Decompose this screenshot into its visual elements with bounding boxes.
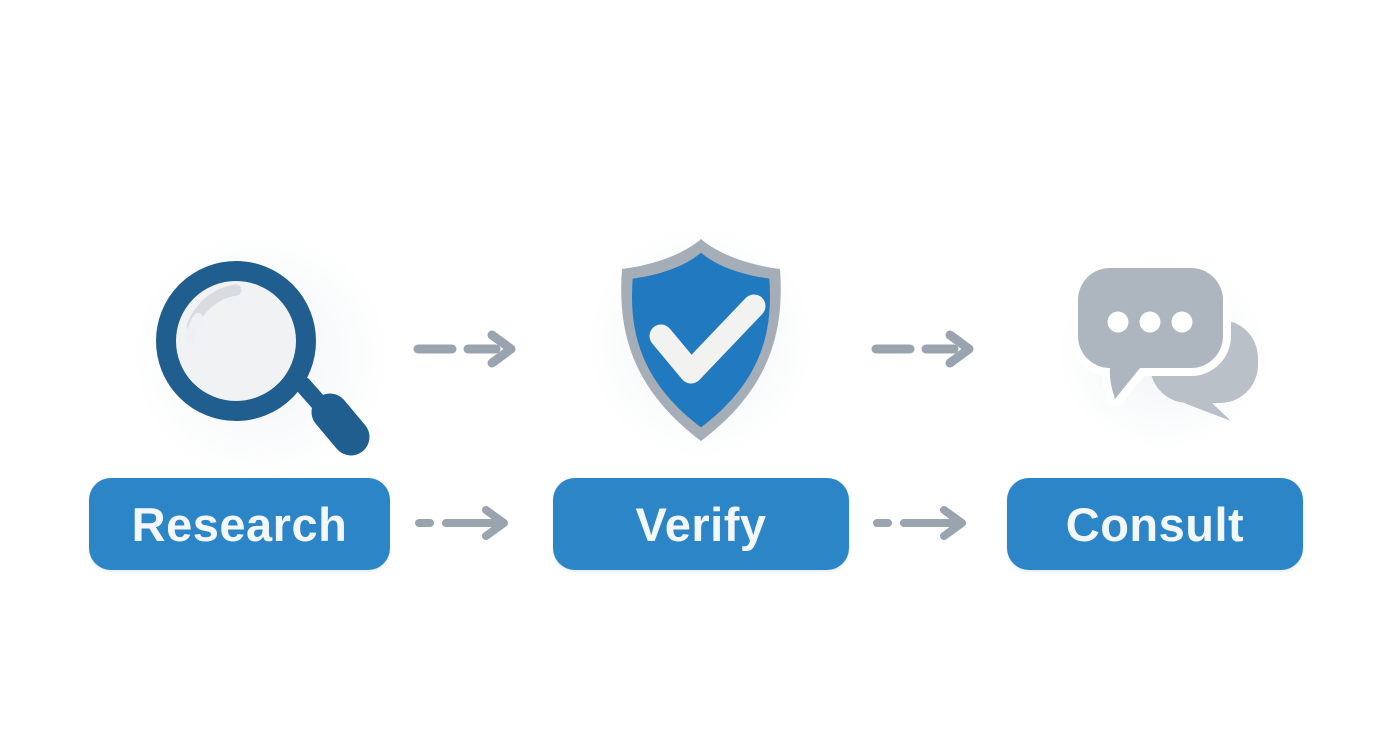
shield-check-icon (621, 239, 781, 441)
consult-button[interactable]: Consult (1007, 478, 1303, 570)
magnifier-icon (156, 261, 370, 456)
dashed-arrow-right-icon (413, 330, 516, 368)
dashed-arrow-right-icon (873, 506, 966, 540)
verify-button[interactable]: Verify (553, 478, 849, 570)
chat-bubbles-icon (1072, 262, 1258, 421)
research-button[interactable]: Research (89, 478, 390, 570)
dashed-arrow-right-icon (871, 330, 974, 368)
dashed-arrow-right-icon (415, 506, 508, 540)
